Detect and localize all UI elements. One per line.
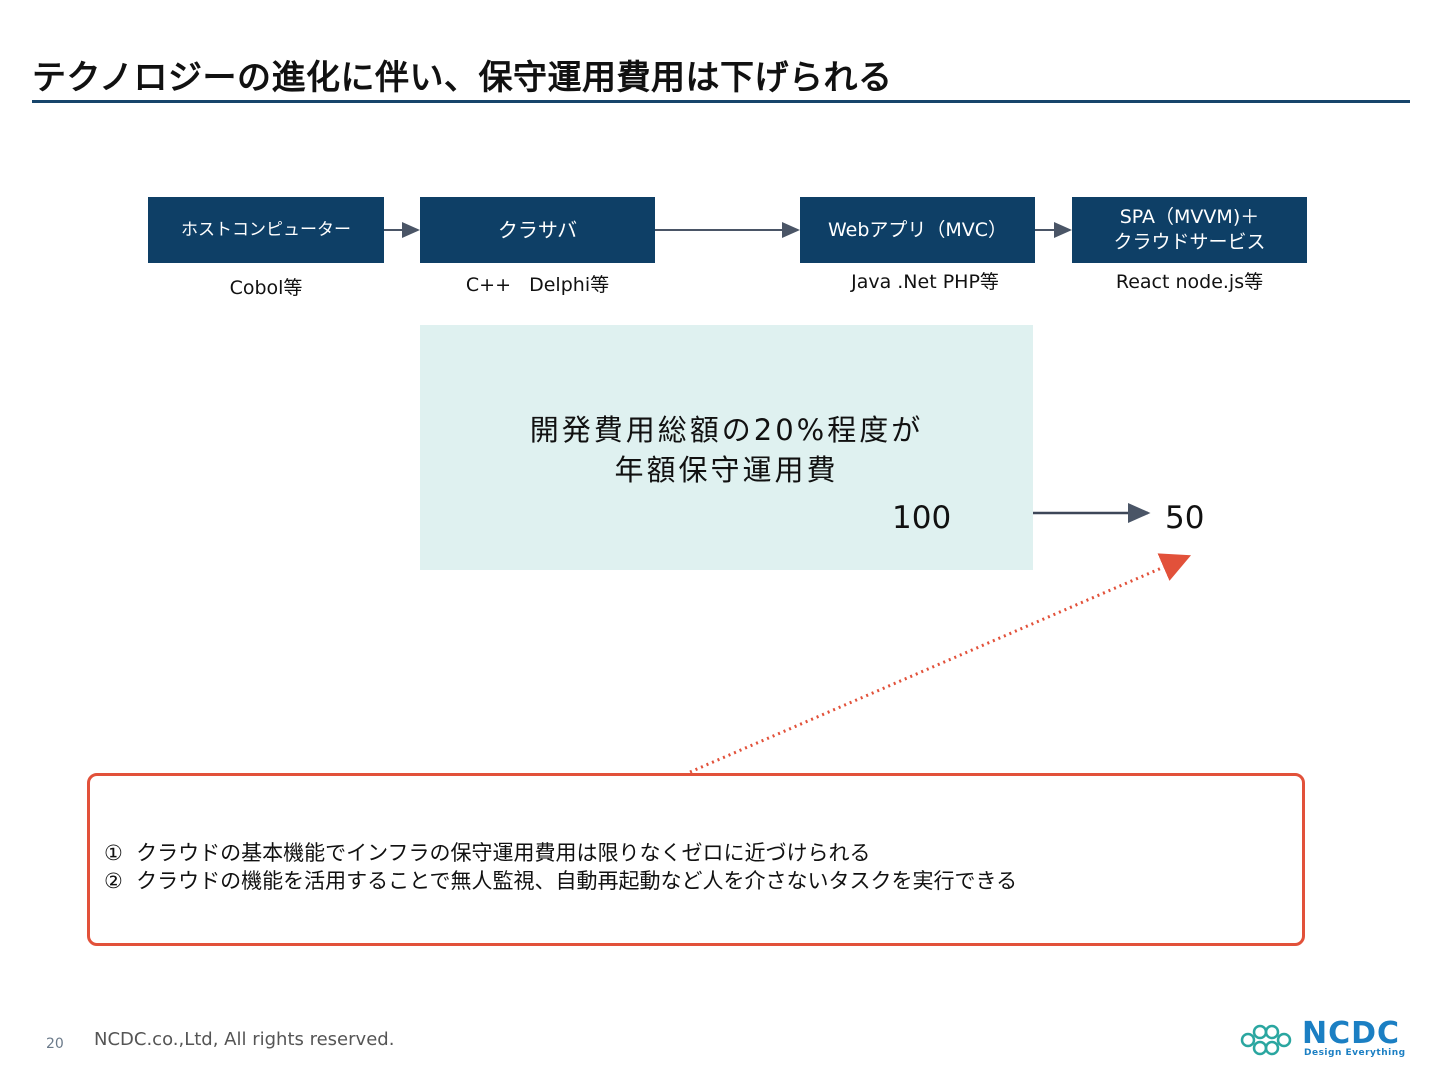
stage-languages-host: Cobol等 (229, 277, 303, 299)
cost-description: 開発費用総額の20%程度が 年額保守運用費 (420, 410, 1033, 490)
stage-languages-client-server: C++ Delphi等 (465, 274, 610, 296)
stage-spa-cloud: SPA（MVVM)＋ クラウドサービス (1072, 197, 1307, 263)
note-item-2: ② クラウドの機能を活用することで無人監視、自動再起動など人を介さないタスクを実… (104, 869, 1018, 893)
stage-languages-spa: React node.js等 (1115, 271, 1264, 293)
copyright-text: NCDC.co.,Ltd, All rights reserved. (94, 1029, 395, 1050)
stage-label: クラサバ (497, 218, 578, 242)
stage-host-computer: ホストコンピューター (148, 197, 384, 263)
stage-client-server: クラサバ (420, 197, 655, 263)
ncdc-logo-mark (1240, 1024, 1292, 1056)
stage-web-app: Webアプリ（MVC） (800, 197, 1035, 263)
slide-title: テクノロジーの進化に伴い、保守運用費用は下げられる (32, 58, 893, 98)
page-number: 20 (46, 1036, 64, 1052)
stage-label-line1: SPA（MVVM)＋ (1119, 206, 1260, 229)
note-item-1: ① クラウドの基本機能でインフラの保守運用費用は限りなくゼロに近づけられる (104, 841, 871, 865)
stage-label-line2: クラウドサービス (1113, 231, 1266, 253)
dotted-callout-arrow (689, 553, 1192, 774)
cost-highlight-box (420, 325, 1033, 570)
logo-name: NCDC (1302, 1016, 1401, 1051)
cost-to-value: 50 (1165, 500, 1205, 536)
cost-from-value: 100 (892, 500, 952, 536)
title-underline (32, 100, 1410, 103)
stage-label: Webアプリ（MVC） (827, 218, 1008, 241)
cost-line-1: 開発費用総額の20%程度が (529, 413, 924, 447)
stage-label: ホストコンピューター (181, 219, 351, 240)
logo-tagline: Design Everything (1304, 1048, 1406, 1058)
stage-languages-web-app: Java .Net PHP等 (851, 271, 999, 293)
notes-callout-box (87, 773, 1305, 946)
cost-line-2: 年額保守運用費 (614, 453, 839, 487)
